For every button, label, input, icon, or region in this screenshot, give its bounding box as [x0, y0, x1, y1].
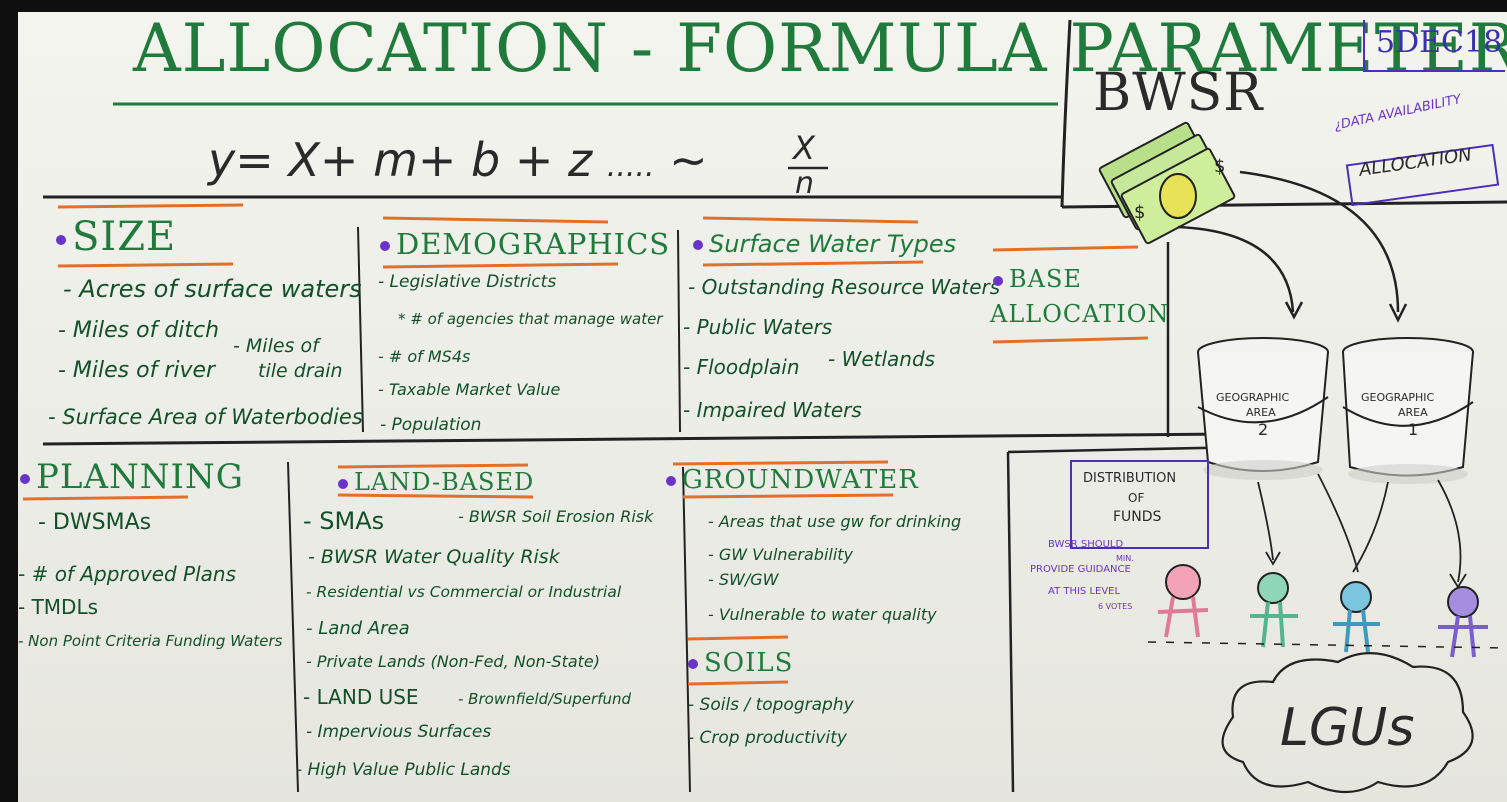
bullet-icon [338, 478, 348, 489]
person-icon [1157, 564, 1209, 638]
surface-water-heading-text: Surface Water Types [709, 230, 957, 258]
bullet-icon [666, 476, 676, 486]
soils-item: - Crop productivity [688, 728, 847, 748]
bullet-icon [56, 235, 66, 245]
bullet-icon [993, 275, 1003, 286]
bucket-label: GEOGRAPHIC [1361, 391, 1435, 404]
bucket-label: AREA [1398, 406, 1428, 419]
soils-heading: SOILS [688, 650, 793, 676]
person-icon [1438, 586, 1488, 658]
bullet-icon [20, 474, 30, 484]
soils-heading-text: SOILS [704, 648, 794, 678]
surface-water-item: - Impaired Waters [683, 398, 862, 422]
surface-water-item: - Wetlands [828, 347, 936, 371]
bullet-icon [380, 241, 390, 251]
guidance-note: 6 VOTES [1098, 602, 1133, 611]
size-item: - Miles of ditch [58, 318, 220, 343]
formula-left: y= X+ m+ b + z [208, 133, 593, 187]
formula-fraction-num: X [793, 129, 815, 167]
land-based-heading: LAND-BASED [338, 470, 534, 494]
page-title: ALLOCATION - FORMULA PARAMETERS [133, 12, 1507, 87]
surface-water-heading: Surface Water Types [693, 232, 956, 256]
land-based-item: - BWSR Soil Erosion Risk [458, 507, 654, 526]
demographics-item: - # of MS4s [378, 347, 471, 366]
bucket-icon [1197, 337, 1329, 480]
bwsr-label: BWSR [1093, 63, 1264, 123]
bucket-label: GEOGRAPHIC [1216, 391, 1290, 404]
size-item: - Miles of [233, 335, 319, 357]
planning-heading-text: PLANNING [36, 457, 244, 497]
demographics-heading: DEMOGRAPHICS [380, 230, 670, 259]
size-item: - Surface Area of Waterbodies [48, 405, 363, 429]
groundwater-item: - GW Vulnerability [708, 545, 854, 564]
groundwater-heading-text: GROUNDWATER [682, 465, 919, 495]
board-lines: $ $ [22, 19, 1507, 793]
size-heading-text: SIZE [72, 214, 177, 260]
formula: y= X+ m+ b + z ..... ~ [208, 137, 708, 183]
person-icon [1250, 572, 1298, 648]
groundwater-item: - Vulnerable to water quality [708, 605, 937, 624]
bucket-number: 2 [1258, 420, 1269, 439]
guidance-note: BWSR SHOULD [1048, 539, 1124, 550]
bullet-icon [688, 659, 698, 669]
distribution-label: OF [1128, 491, 1145, 505]
land-based-item: - Land Area [306, 618, 410, 639]
formula-dots: ..... [606, 149, 655, 184]
surface-water-item: - Outstanding Resource Waters [688, 275, 1001, 299]
bucket-number: 1 [1408, 420, 1419, 439]
bullet-icon [693, 240, 703, 250]
demographics-item: - Taxable Market Value [378, 380, 561, 399]
planning-item: - TMDLs [18, 595, 99, 619]
svg-text:$: $ [1134, 202, 1145, 223]
land-based-heading-text: LAND-BASED [354, 468, 535, 496]
base-heading-line1: BASE [1009, 265, 1082, 293]
demographics-item: * # of agencies that manage water [398, 310, 663, 328]
land-based-item: - Private Lands (Non-Fed, Non-State) [306, 652, 600, 671]
person-icon [1333, 581, 1380, 653]
size-item: tile drain [258, 360, 343, 382]
groundwater-item: - Areas that use gw for drinking [708, 512, 962, 531]
demographics-item: - Population [380, 415, 482, 435]
land-based-item: - LAND USE [303, 685, 419, 709]
guidance-note: AT THIS LEVEL [1048, 586, 1121, 597]
distribution-label: FUNDS [1113, 509, 1162, 525]
bucket-label: AREA [1246, 406, 1276, 419]
base-allocation-heading: BASE [993, 267, 1082, 291]
guidance-note: MIN. [1116, 554, 1134, 563]
svg-text:$: $ [1214, 156, 1225, 177]
formula-fraction-den: n [795, 166, 815, 201]
money-stack-icon: $ $ [1098, 121, 1236, 245]
bucket-icon [1342, 337, 1474, 484]
formula-approx: ~ [669, 133, 708, 187]
size-item: - Miles of river [58, 358, 216, 383]
date-box [1363, 20, 1505, 72]
demographics-heading-text: DEMOGRAPHICS [396, 227, 671, 261]
surface-water-item: - Floodplain [683, 355, 800, 379]
base-heading-line2: ALLOCATION [990, 300, 1170, 328]
size-item: - Acres of surface waters [63, 275, 362, 303]
land-based-item: - Residential vs Commercial or Industria… [306, 583, 622, 601]
planning-item: - # of Approved Plans [18, 562, 237, 586]
groundwater-item: - SW/GW [708, 570, 779, 589]
planning-item: - Non Point Criteria Funding Waters [18, 632, 283, 650]
distribution-label: DISTRIBUTION [1083, 471, 1177, 486]
lgus-label: LGUs [1280, 698, 1415, 758]
planning-item: - DWSMAs [38, 510, 152, 535]
guidance-note: PROVIDE GUIDANCE [1030, 564, 1131, 575]
land-based-item: - BWSR Water Quality Risk [308, 546, 560, 568]
groundwater-heading: GROUNDWATER [666, 467, 919, 493]
surface-water-item: - Public Waters [683, 315, 833, 339]
distribution-box [1070, 460, 1209, 549]
date-label: 5DEC18 [1376, 25, 1503, 60]
size-heading: SIZE [56, 217, 176, 257]
planning-heading: PLANNING [20, 460, 244, 494]
land-based-item: - SMAs [303, 507, 385, 535]
soils-item: - Soils / topography [688, 695, 854, 715]
whiteboard: $ $ [18, 12, 1507, 802]
demographics-item: - Legislative Districts [378, 272, 557, 292]
land-based-item: - High Value Public Lands [296, 760, 511, 780]
land-based-item: - Impervious Surfaces [306, 722, 492, 742]
land-based-item: - Brownfield/Superfund [458, 690, 632, 708]
